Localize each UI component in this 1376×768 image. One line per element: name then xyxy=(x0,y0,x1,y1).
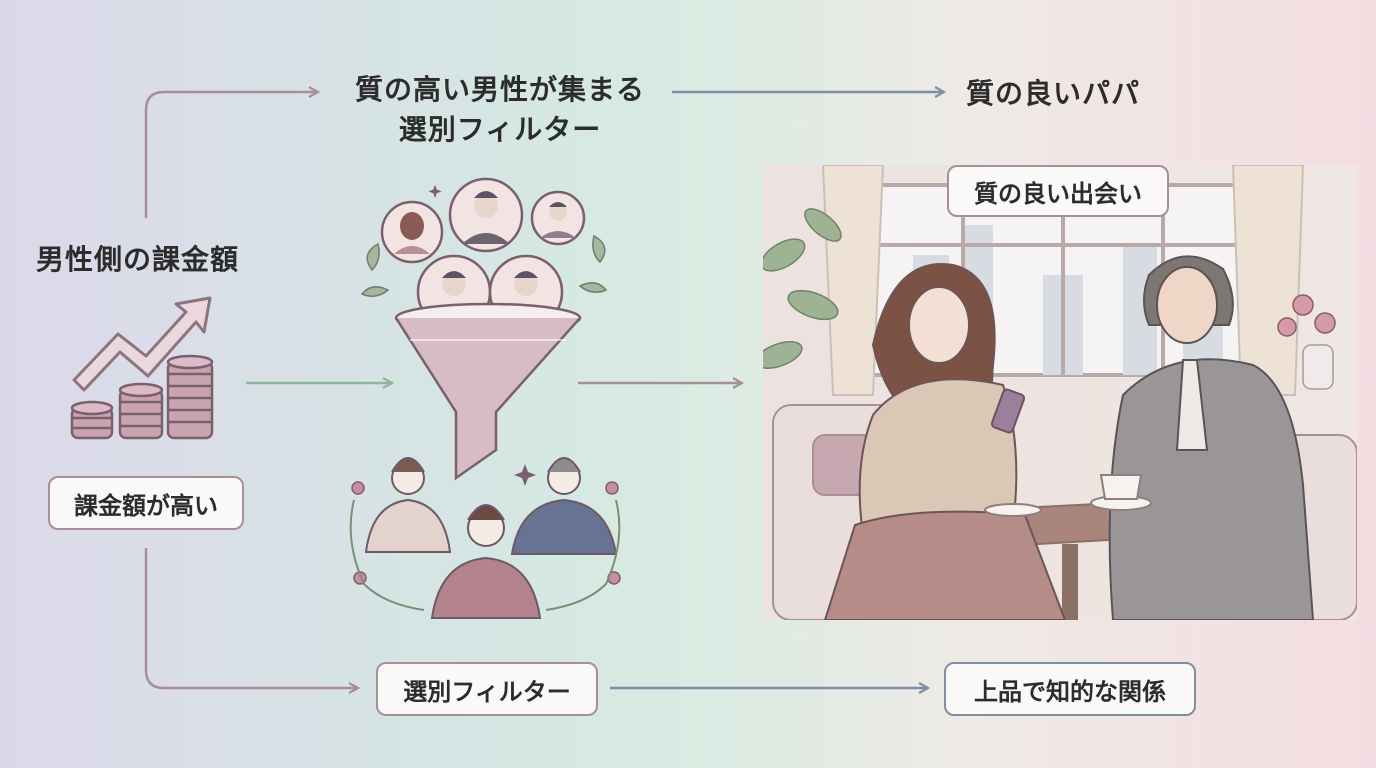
bottom-result-box: 上品で知的な関係 xyxy=(944,662,1196,716)
bottom-filter-box: 選別フィルター xyxy=(376,662,598,716)
woman-figure xyxy=(823,263,1067,620)
man-figure xyxy=(1108,255,1315,620)
meeting-box: 質の良い出会い xyxy=(947,165,1169,217)
coffee-cups xyxy=(984,474,1152,517)
flower-decoration xyxy=(351,481,621,585)
vine-decoration xyxy=(349,499,621,611)
sparkle-icons xyxy=(428,184,536,486)
high-charge-box: 課金額が高い xyxy=(48,476,244,530)
top-result-label: 質の良いパパ xyxy=(966,77,1141,110)
arrow-left-to-bottom-filter xyxy=(144,548,358,688)
leaf-decoration xyxy=(360,234,608,297)
funnel-icon xyxy=(394,302,582,481)
left-title: 男性側の課金額 xyxy=(36,243,240,276)
cafe-meeting-illustration: 質の良い出会い xyxy=(763,165,1357,620)
curtains xyxy=(821,165,1305,396)
selected-men-figures xyxy=(364,457,618,619)
coin-stacks-icon xyxy=(70,354,214,440)
growth-arrow-icon xyxy=(72,296,212,392)
top-filter-label: 質の高い男性が集まる 選別フィルター xyxy=(354,73,645,146)
roses-right xyxy=(1277,294,1336,390)
plant-left xyxy=(763,208,842,369)
arrow-left-to-top-filter xyxy=(144,92,318,218)
